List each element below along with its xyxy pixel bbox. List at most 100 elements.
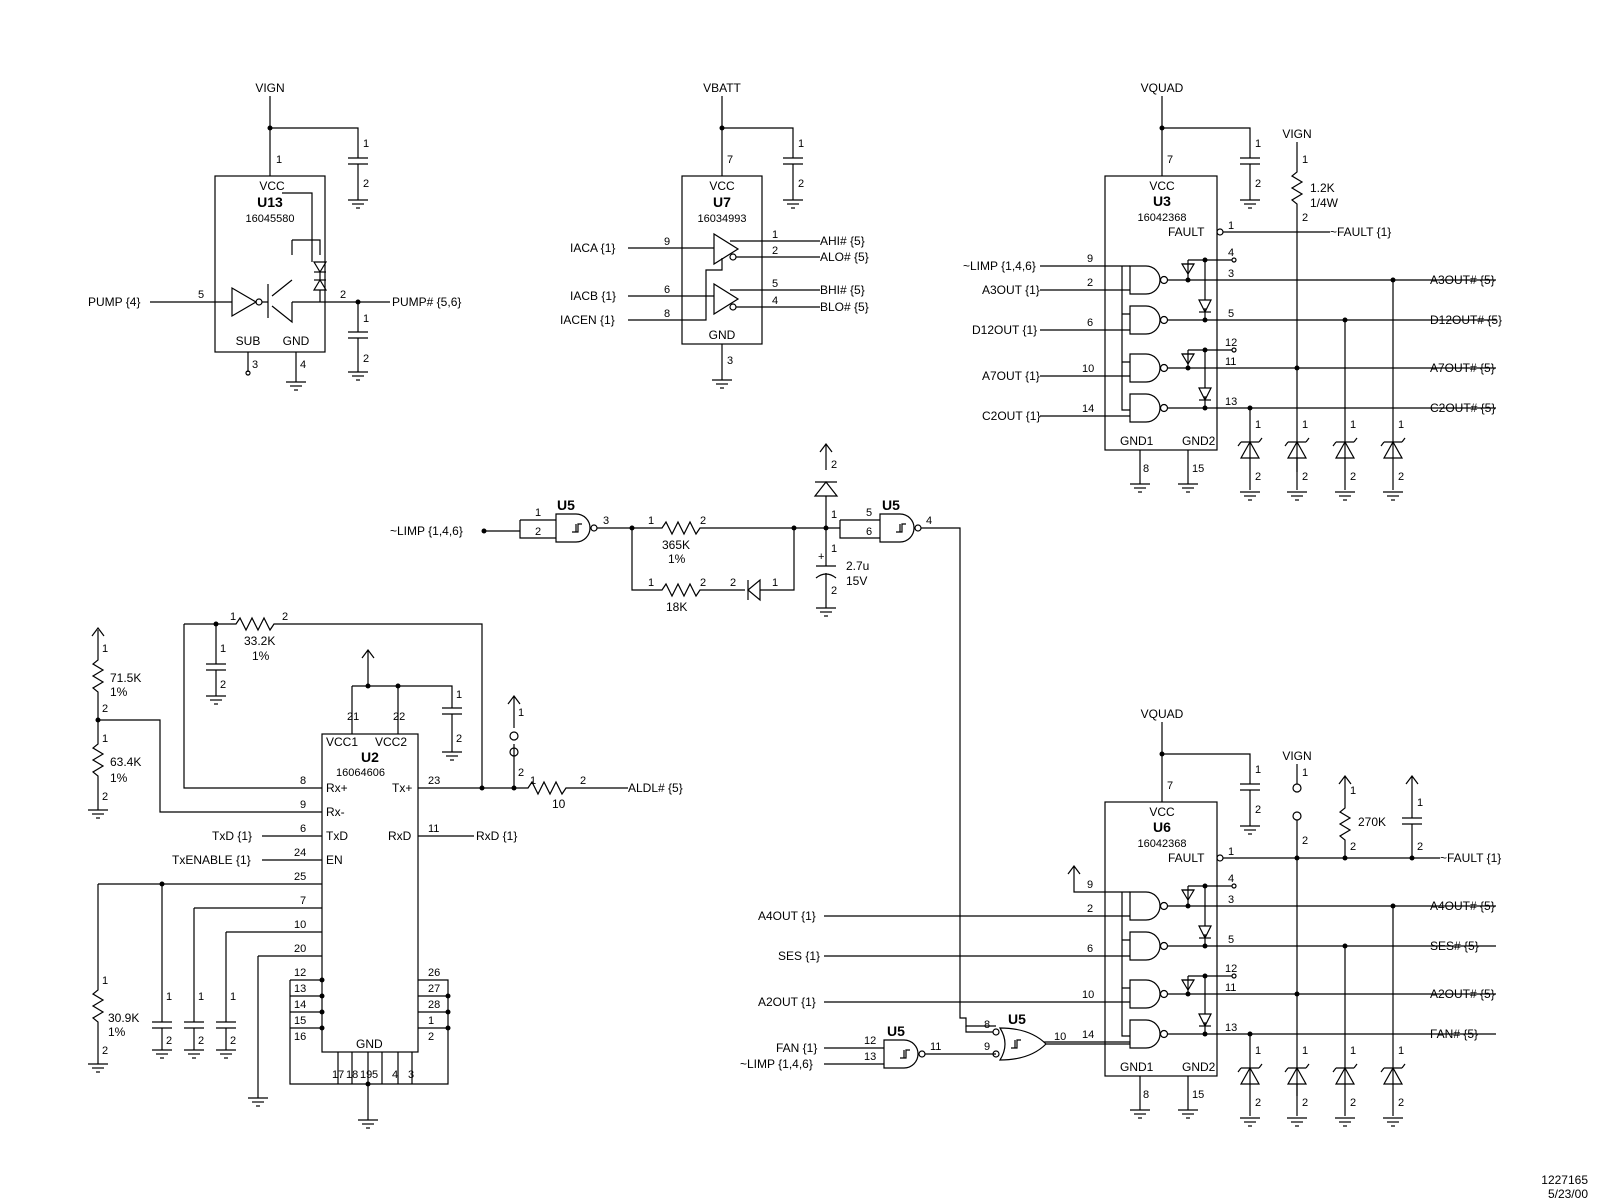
svg-text:1: 1	[1302, 154, 1308, 166]
svg-text:24: 24	[294, 847, 306, 859]
svg-text:2: 2	[198, 1035, 204, 1047]
vbatt-label: VBATT	[703, 81, 741, 95]
svg-text:6: 6	[866, 526, 872, 538]
svg-text:1: 1	[772, 229, 778, 241]
svg-text:1%: 1%	[110, 685, 128, 699]
svg-text:2: 2	[363, 353, 369, 365]
svg-text:1: 1	[363, 313, 369, 325]
svg-text:1: 1	[772, 577, 778, 589]
svg-text:2: 2	[102, 791, 108, 803]
svg-text:1: 1	[363, 138, 369, 150]
svg-text:IACA {1}: IACA {1}	[570, 241, 615, 255]
svg-text:VQUAD: VQUAD	[1141, 707, 1184, 721]
svg-text:1.2K: 1.2K	[1310, 181, 1335, 195]
vign-label: VIGN	[255, 81, 284, 95]
svg-text:A4OUT# {5}: A4OUT# {5}	[1430, 899, 1495, 913]
svg-text:16042368: 16042368	[1138, 838, 1187, 850]
svg-text:8: 8	[1143, 463, 1149, 475]
svg-text:U5: U5	[1008, 1011, 1026, 1027]
svg-text:A7OUT {1}: A7OUT {1}	[982, 369, 1040, 383]
svg-text:12: 12	[294, 967, 306, 979]
svg-text:2: 2	[282, 611, 288, 623]
svg-text:RxD {1}: RxD {1}	[476, 829, 517, 843]
svg-text:16: 16	[294, 1031, 306, 1043]
svg-text:~LIMP {1,4,6}: ~LIMP {1,4,6}	[963, 259, 1036, 273]
svg-text:2: 2	[1417, 841, 1423, 853]
svg-text:VCC: VCC	[1149, 179, 1175, 193]
svg-text:1: 1	[1398, 419, 1404, 431]
svg-text:15: 15	[1192, 463, 1204, 475]
svg-text:33.2K: 33.2K	[244, 634, 275, 648]
svg-text:U3: U3	[1153, 193, 1171, 209]
svg-text:1: 1	[1302, 767, 1308, 779]
svg-text:D12OUT# {5}: D12OUT# {5}	[1430, 313, 1502, 327]
svg-text:SES {1}: SES {1}	[778, 949, 820, 963]
svg-text:2: 2	[428, 1031, 434, 1043]
svg-text:GND1: GND1	[1120, 1060, 1154, 1074]
svg-text:IACB {1}: IACB {1}	[570, 289, 616, 303]
svg-text:3: 3	[1228, 268, 1234, 280]
svg-text:10: 10	[294, 919, 306, 931]
svg-text:15V: 15V	[846, 574, 867, 588]
svg-text:8: 8	[1143, 1089, 1149, 1101]
svg-text:GND: GND	[709, 328, 736, 342]
u13-ref: U13	[257, 194, 283, 210]
svg-text:6: 6	[1087, 943, 1093, 955]
svg-text:270K: 270K	[1358, 815, 1386, 829]
svg-text:3: 3	[727, 355, 733, 367]
svg-text:SES# {5}: SES# {5}	[1430, 939, 1479, 953]
svg-text:VCC: VCC	[259, 179, 285, 193]
svg-text:9: 9	[300, 799, 306, 811]
svg-text:1: 1	[535, 507, 541, 519]
svg-text:3: 3	[252, 359, 258, 371]
svg-text:1: 1	[230, 991, 236, 1003]
svg-text:26: 26	[428, 967, 440, 979]
svg-text:2: 2	[831, 585, 837, 597]
svg-text:2: 2	[1302, 1097, 1308, 1109]
svg-text:AHI# {5}: AHI# {5}	[820, 234, 865, 248]
svg-text:7: 7	[1167, 154, 1173, 166]
svg-text:1: 1	[831, 543, 837, 555]
svg-text:30.9K: 30.9K	[108, 1011, 139, 1025]
svg-text:10: 10	[1082, 989, 1094, 1001]
svg-text:1: 1	[166, 991, 172, 1003]
svg-text:U5: U5	[557, 497, 575, 513]
svg-text:FAULT: FAULT	[1168, 851, 1205, 865]
svg-text:TxENABLE {1}: TxENABLE {1}	[172, 853, 251, 867]
svg-text:7: 7	[727, 154, 733, 166]
svg-text:8: 8	[300, 775, 306, 787]
svg-text:4: 4	[300, 359, 306, 371]
svg-text:U6: U6	[1153, 819, 1171, 835]
svg-text:Rx-: Rx-	[326, 805, 345, 819]
svg-text:10: 10	[1054, 1031, 1066, 1043]
svg-text:VCC: VCC	[1149, 805, 1175, 819]
svg-text:1: 1	[530, 775, 536, 787]
svg-text:~LIMP {1,4,6}: ~LIMP {1,4,6}	[740, 1057, 813, 1071]
svg-text:GND: GND	[283, 334, 310, 348]
svg-text:2: 2	[1255, 471, 1261, 483]
svg-text:4: 4	[1228, 873, 1234, 885]
svg-text:2: 2	[1302, 835, 1308, 847]
u3-body	[1104, 175, 1218, 451]
svg-text:2: 2	[363, 178, 369, 190]
svg-text:6: 6	[1087, 317, 1093, 329]
svg-text:15: 15	[1192, 1089, 1204, 1101]
svg-text:+: +	[818, 551, 824, 563]
svg-text:1: 1	[1228, 846, 1234, 858]
svg-text:71.5K: 71.5K	[110, 671, 141, 685]
svg-text:12: 12	[1225, 963, 1237, 975]
svg-text:2: 2	[1398, 1097, 1404, 1109]
svg-text:23: 23	[428, 775, 440, 787]
svg-text:2: 2	[1350, 1097, 1356, 1109]
svg-text:2: 2	[831, 459, 837, 471]
svg-text:9: 9	[664, 236, 670, 248]
svg-text:21: 21	[347, 711, 359, 723]
svg-text:14: 14	[1082, 1029, 1094, 1041]
svg-text:12: 12	[1225, 337, 1237, 349]
svg-text:1: 1	[230, 611, 236, 623]
svg-text:7: 7	[300, 895, 306, 907]
svg-text:16034993: 16034993	[698, 213, 747, 225]
svg-text:U2: U2	[361, 749, 379, 765]
svg-text:2: 2	[1398, 471, 1404, 483]
